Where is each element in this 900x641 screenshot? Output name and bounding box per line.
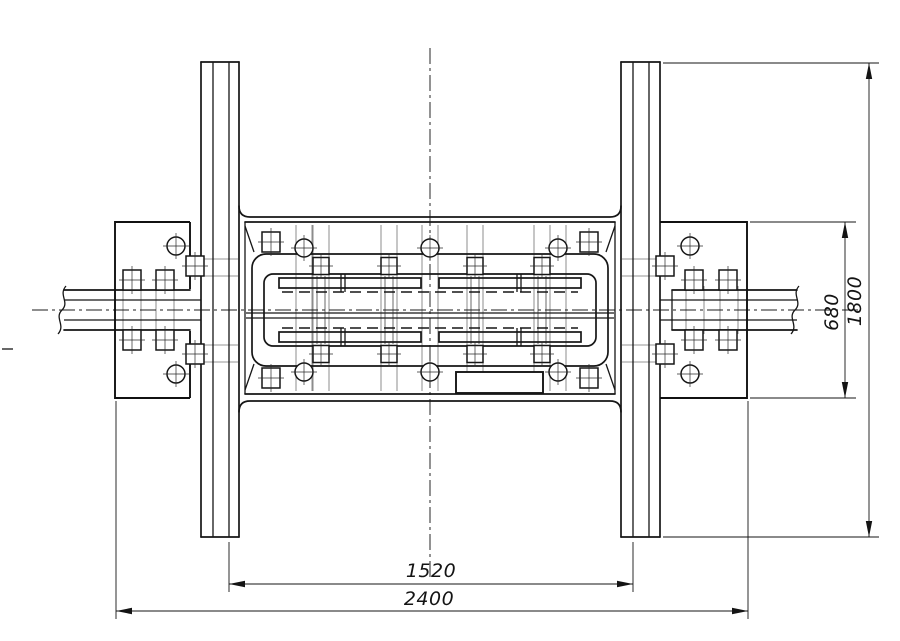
bolt-square — [529, 252, 555, 280]
break-symbol-right — [790, 285, 800, 335]
dim-value-rail-length: 1800 — [844, 276, 866, 326]
bolt-square — [308, 340, 334, 368]
arrowhead — [732, 607, 748, 615]
bolt-square — [376, 252, 402, 280]
centerlines — [2, 48, 862, 580]
arrowhead — [229, 580, 245, 588]
center-frame — [238, 205, 622, 413]
arrowhead — [865, 63, 873, 79]
arrowhead — [865, 521, 873, 537]
bolt-square — [376, 340, 402, 368]
bolt-hole — [676, 360, 704, 388]
rail-clamp-square — [181, 251, 209, 281]
corner-clamp-square — [257, 227, 285, 257]
dim-value-plate-height: 680 — [821, 293, 843, 331]
lower-splice-bar-left — [278, 331, 422, 343]
bolt-hole — [676, 232, 704, 260]
arrowhead — [116, 607, 132, 615]
arrowhead — [841, 222, 849, 238]
name-plate — [455, 371, 544, 394]
bolt-square — [462, 252, 488, 280]
bolt-hole — [162, 360, 190, 388]
corner-clamp-square — [575, 363, 603, 393]
left-cross-rail — [200, 61, 240, 538]
right-base-plate — [660, 221, 748, 399]
rail-clamp-square — [181, 339, 209, 369]
dimension-rail-length: 1800 — [663, 62, 879, 538]
bolt-hole — [416, 234, 444, 262]
upper-splice-bar-right — [438, 277, 582, 289]
plate-clamp-square — [118, 325, 146, 355]
dimension-plate-height: 680 — [750, 221, 856, 399]
plate-clamp-square — [118, 265, 146, 295]
dimension-track-gauge: 1520 — [228, 542, 634, 592]
plate-clamp-square — [714, 325, 742, 355]
corner-clamp-square — [257, 363, 285, 393]
frame-bottom-band — [238, 400, 622, 413]
bolt-square — [462, 340, 488, 368]
plate-clamp-square — [151, 265, 179, 295]
bolt-square — [308, 252, 334, 280]
splice-bars — [278, 274, 582, 346]
right-cross-rail — [620, 61, 661, 538]
lower-splice-bar-right — [438, 331, 582, 343]
upper-splice-bar-left — [278, 277, 422, 289]
arrowhead — [617, 580, 633, 588]
dim-value-overall-width: 2400 — [404, 588, 454, 610]
plate-clamp-square — [714, 265, 742, 295]
corner-clamp-square — [575, 227, 603, 257]
bolt-square — [529, 340, 555, 368]
dim-value-track-gauge: 1520 — [406, 560, 456, 582]
frame-window-inner — [263, 273, 597, 347]
arrowhead — [841, 382, 849, 398]
rail-clamp-square — [651, 339, 679, 369]
dimension-overall-width: 2400 — [115, 401, 749, 619]
plate-clamp-square — [151, 325, 179, 355]
rail-clamp-square — [651, 251, 679, 281]
bolt-hole — [162, 232, 190, 260]
break-symbol-left — [57, 285, 67, 335]
bolt-hole — [416, 358, 444, 386]
frame-top-band — [238, 205, 622, 218]
plate-clamp-square — [680, 325, 708, 355]
plate-clamp-square — [680, 265, 708, 295]
